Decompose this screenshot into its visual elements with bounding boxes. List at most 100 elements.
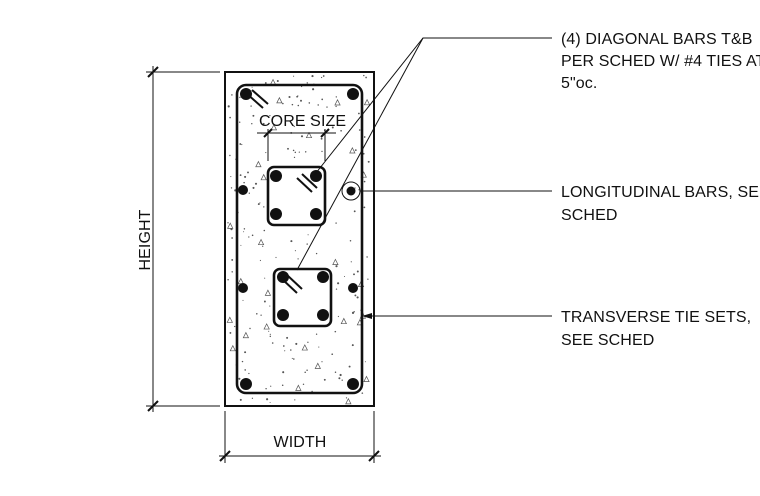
aggregate-triangle <box>345 397 352 405</box>
longitudinal-bar <box>347 378 359 390</box>
aggregate-triangle <box>314 362 321 369</box>
aggregate-triangle <box>263 323 270 330</box>
diagonal-bar <box>317 309 329 321</box>
aggregate-dot <box>321 150 323 153</box>
aggregate-dot <box>240 244 242 246</box>
aggregate-dot <box>294 250 296 252</box>
aggregate-dot <box>260 314 262 316</box>
aggregate-dot <box>345 397 348 399</box>
aggregate-dot <box>269 305 271 307</box>
aggregate-dot <box>351 344 354 347</box>
aggregate-dot <box>312 88 315 91</box>
aggregate-dot <box>251 123 253 125</box>
aggregate-dot <box>264 277 266 279</box>
aggregate-dot <box>254 182 258 185</box>
diagonal-bars-leader <box>311 37 552 179</box>
width-tick <box>368 450 380 462</box>
aggregate-dot <box>264 82 267 84</box>
transverse-ties-note-line-2: SEE SCHED <box>561 332 654 349</box>
aggregate-dot <box>288 95 291 99</box>
aggregate-dot <box>265 152 267 154</box>
aggregate-dot <box>296 95 298 98</box>
aggregate-dot <box>320 137 323 140</box>
aggregate-dot <box>229 331 232 334</box>
aggregate-dot <box>354 294 357 297</box>
aggregate-dot <box>244 175 247 178</box>
aggregate-dot <box>353 311 355 313</box>
longitudinal-bar <box>238 283 248 293</box>
aggregate-dot <box>321 98 324 101</box>
aggregate-dot <box>315 333 318 335</box>
aggregate-dot <box>300 99 302 102</box>
aggregate-dot <box>307 234 309 236</box>
aggregate-dot <box>320 76 323 79</box>
diagonal-bar <box>317 271 329 283</box>
aggregate-dot <box>257 203 260 206</box>
aggregate-dot <box>242 299 244 301</box>
aggregate-dot <box>248 236 250 238</box>
diagonal-core-cage-top <box>266 165 327 227</box>
aggregate-dot <box>262 245 264 247</box>
aggregate-dot <box>229 116 231 119</box>
aggregate-dot <box>363 206 366 209</box>
aggregate-dot <box>269 333 271 335</box>
aggregate-dot <box>234 325 236 328</box>
aggregate-dot <box>282 371 285 374</box>
aggregate-dot <box>363 74 365 77</box>
aggregate-triangle <box>340 317 347 325</box>
diagonal-bar <box>270 170 282 182</box>
aggregate-dot <box>252 114 255 117</box>
aggregate-dot <box>341 379 343 381</box>
aggregate-dot <box>358 112 360 115</box>
aggregate-dot <box>231 271 233 273</box>
aggregate-dot <box>262 122 265 125</box>
aggregate-dot <box>367 160 370 163</box>
aggregate-dot <box>248 192 250 194</box>
aggregate-dot <box>353 273 355 276</box>
aggregate-dot <box>302 383 305 386</box>
aggregate-triangle <box>229 344 236 352</box>
aggregate-dot <box>230 176 232 178</box>
aggregate-triangle <box>349 147 356 154</box>
perimeter-hoop-hook <box>251 89 269 105</box>
aggregate-dot <box>244 351 247 354</box>
longitudinal-bars-note-line-2: SCHED <box>561 207 618 224</box>
longitudinal-bar <box>240 88 252 100</box>
longitudinal-bar <box>240 378 252 390</box>
aggregate-dot <box>249 327 251 330</box>
aggregate-dot <box>276 79 279 83</box>
aggregate-triangle <box>257 238 265 246</box>
aggregate-dot <box>282 345 285 347</box>
aggregate-dot <box>358 129 361 131</box>
aggregate-triangle <box>242 331 250 339</box>
aggregate-dot <box>293 75 295 77</box>
aggregate-dot <box>231 94 233 96</box>
aggregate-dot <box>292 149 295 152</box>
aggregate-dot <box>243 228 246 230</box>
height-tick <box>147 66 159 78</box>
aggregate-dot <box>335 96 337 98</box>
aggregate-dot <box>231 237 233 239</box>
aggregate-dot <box>271 342 274 344</box>
aggregate-dot <box>286 336 289 339</box>
aggregate-dot <box>295 342 298 345</box>
aggregate-dot <box>239 96 241 99</box>
aggregate-dot <box>293 358 295 360</box>
aggregate-dot <box>351 311 355 314</box>
aggregate-dot <box>354 149 357 152</box>
aggregate-triangle <box>301 344 308 351</box>
aggregate-dot <box>251 234 254 237</box>
aggregate-dot <box>252 186 255 189</box>
aggregate-dot <box>335 222 337 224</box>
aggregate-dot <box>307 341 309 343</box>
aggregate-dot <box>243 231 245 233</box>
aggregate-dot <box>227 222 229 224</box>
aggregate-dot <box>304 371 306 373</box>
aggregate-dot <box>364 361 366 363</box>
aggregate-dot <box>317 104 319 106</box>
aggregate-dot <box>229 154 231 157</box>
aggregate-dot <box>265 387 267 390</box>
aggregate-dot <box>256 313 258 315</box>
aggregate-dot <box>297 104 300 107</box>
